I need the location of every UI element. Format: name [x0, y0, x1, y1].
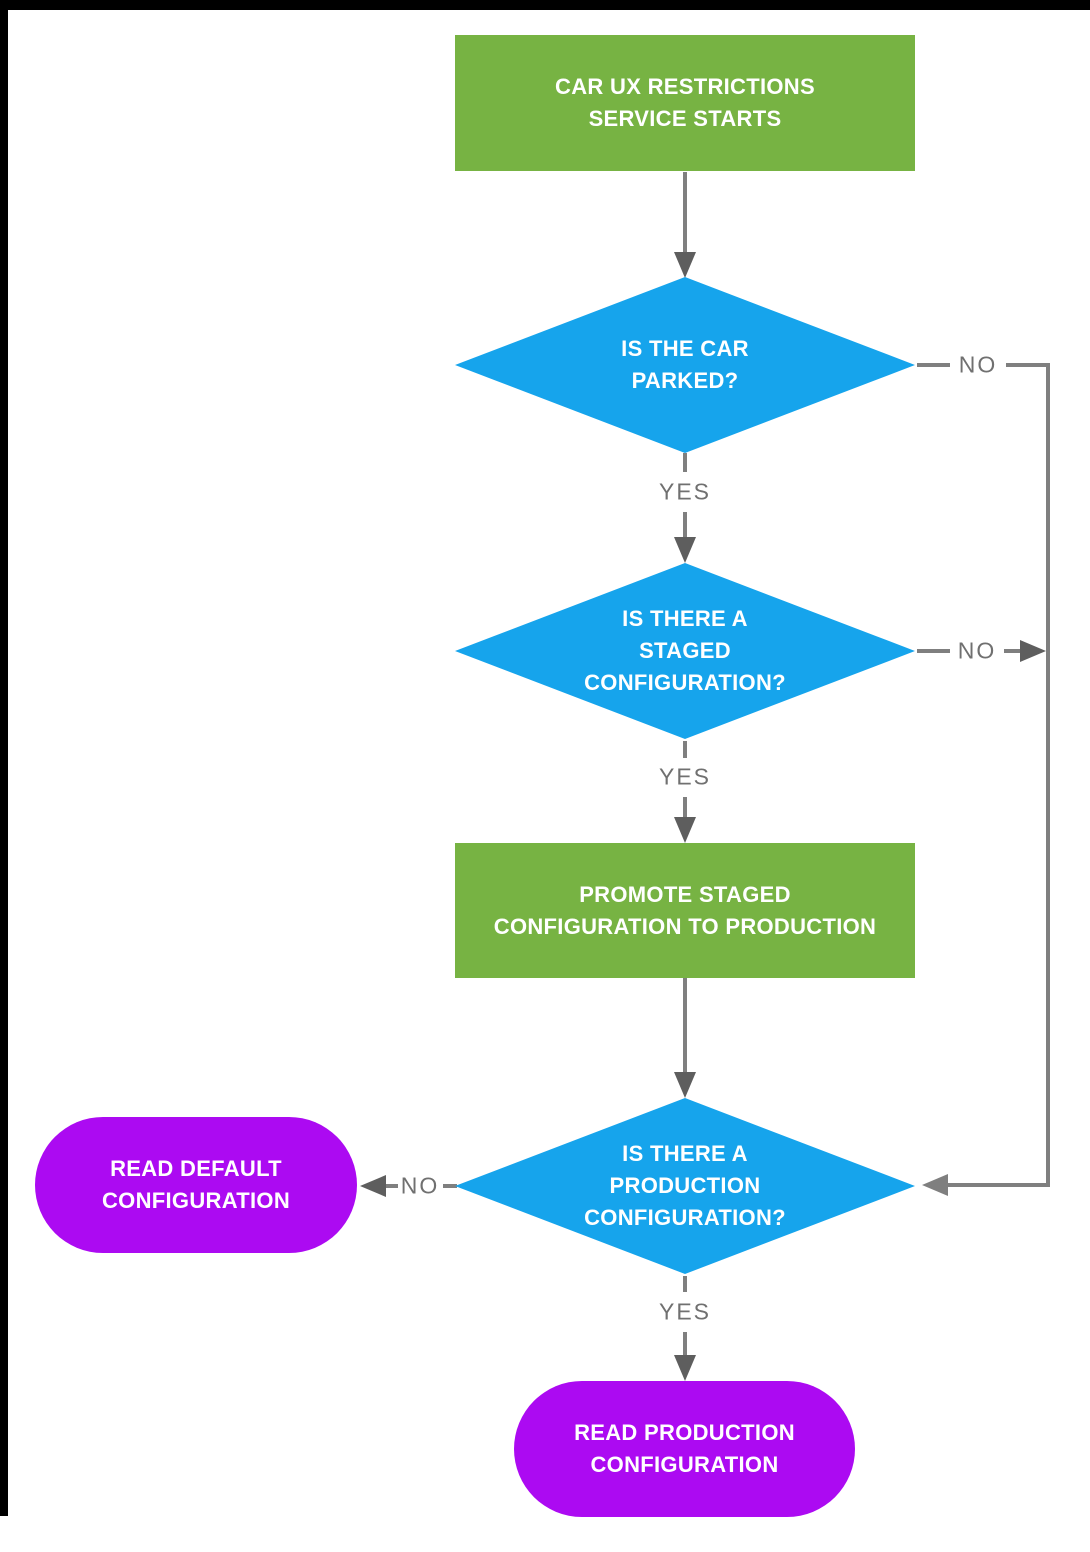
staged-config-diamond-shape [455, 563, 915, 739]
production-no-label: NO [400, 1172, 440, 1199]
arrowhead-staged-no-into-return-line [1020, 640, 1046, 662]
read-default-pill-shape [35, 1117, 357, 1253]
start-node-shape [455, 35, 915, 171]
arrowhead-into-parked-diamond [674, 252, 696, 278]
arrowhead-return-into-production-diamond [922, 1174, 948, 1196]
is-parked-diamond-label: IS THE CAR PARKED? [621, 336, 749, 393]
promote-node-shape [455, 843, 915, 978]
staged-yes-label: YES [658, 763, 712, 790]
edge-no-return-line [948, 363, 1050, 1187]
arrowhead-into-read-production-pill [674, 1355, 696, 1381]
production-yes-label: YES [658, 1298, 712, 1325]
arrowhead-into-read-default-pill [360, 1175, 386, 1197]
read-production-pill-label: READ PRODUCTION CONFIGURATION [574, 1420, 795, 1477]
production-config-diamond-label: IS THERE A PRODUCTION CONFIGURATION? [584, 1141, 786, 1230]
frame-border-left [0, 0, 8, 1516]
arrowhead-into-staged-diamond [674, 537, 696, 563]
promote-node-label: PROMOTE STAGED CONFIGURATION TO PRODUCTI… [493, 881, 877, 939]
is-parked-diamond-shape [455, 277, 915, 453]
frame-border-top [0, 0, 1090, 10]
read-default-pill-label: READ DEFAULT CONFIGURATION [101, 1156, 291, 1213]
parked-no-label: NO [958, 351, 998, 378]
arrowhead-into-promote-box [674, 817, 696, 843]
arrowhead-into-production-diamond [674, 1072, 696, 1098]
production-config-diamond-shape [455, 1098, 915, 1274]
staged-config-diamond-label: IS THERE A STAGED CONFIGURATION? [584, 606, 786, 695]
connectors [386, 172, 1050, 1355]
staged-no-label: NO [957, 637, 997, 664]
arrowheads [360, 252, 1046, 1381]
start-node-label: CAR UX RESTRICTIONS SERVICE STARTS [555, 74, 815, 131]
parked-yes-label: YES [658, 478, 712, 505]
read-production-pill-shape [514, 1381, 855, 1517]
